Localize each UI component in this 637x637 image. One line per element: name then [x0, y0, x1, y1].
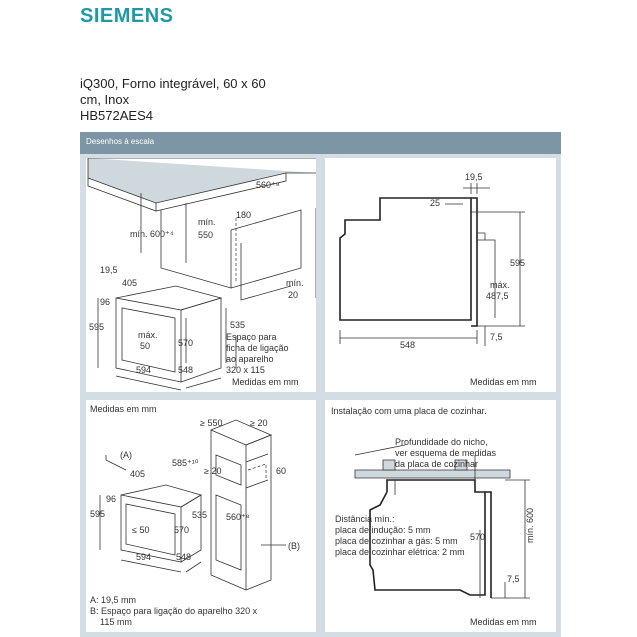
- brand-logo: SIEMENS: [80, 5, 174, 27]
- label-tall-548: 548: [176, 552, 191, 562]
- label-side-595: 595: [510, 258, 525, 268]
- label-tall-20a: ≥ 20: [250, 418, 267, 428]
- label-units-1: Medidas em mm: [232, 377, 299, 387]
- product-model: HB572AES4: [80, 108, 153, 123]
- label-note-B2: 115 mm: [100, 617, 132, 627]
- drawing-installation-with-hob: Instalação com uma placa de cozinhar. Pr…: [331, 406, 537, 627]
- label-side-19-5: 19,5: [465, 172, 483, 182]
- label-tall-96: 96: [106, 494, 116, 504]
- label-550: 550: [198, 230, 213, 240]
- label-96: 96: [100, 297, 110, 307]
- label-tall-560: 560⁺⁸: [226, 512, 250, 522]
- label-19-5: 19,5: [100, 265, 118, 275]
- label-tall-535: 535: [192, 510, 207, 520]
- drawing-tall-cabinet: Medidas em mm ≥ 550 ≥ 20 (A) 585⁺¹⁰ ≥ 20…: [90, 404, 300, 627]
- label-tall-595: 595: [90, 509, 105, 519]
- label-note-B1: B: Espaço para ligação do aparelho 320 x: [90, 606, 258, 616]
- label-side-max: máx.: [490, 280, 510, 290]
- label-tall-60: 60: [276, 466, 286, 476]
- label-hob-depth-2: ver esquema de medidas: [395, 448, 497, 458]
- label-hob-title: Instalação com uma placa de cozinhar.: [331, 406, 487, 416]
- label-405: 405: [122, 278, 137, 288]
- label-hob-electric: placa de cozinhar elétrica: 2 mm: [335, 547, 465, 557]
- label-units-4: Medidas em mm: [470, 617, 537, 627]
- label-hob-min: Distância mín.:: [335, 514, 395, 524]
- label-tall-585: 585⁺¹⁰: [172, 458, 199, 468]
- label-side-25: 25: [430, 198, 440, 208]
- label-tall-20b: ≥ 20: [204, 466, 221, 476]
- label-units-3: Medidas em mm: [90, 404, 157, 414]
- label-20: 20: [288, 290, 298, 300]
- drawing-installation-under-worktop: 560⁺⁸ mín. 600⁺⁴ mín. 550 180 mín. 20 19…: [87, 158, 316, 391]
- label-space-1: Espaço para: [226, 332, 277, 342]
- label-595: 595: [89, 322, 104, 332]
- label-side-487: 487,5: [486, 291, 509, 301]
- label-units-2: Medidas em mm: [470, 377, 537, 387]
- label-min-600: mín. 600⁺⁴: [130, 229, 174, 239]
- label-hob-depth-3: da placa de cozinhar: [395, 459, 478, 469]
- label-tall-570: 570: [174, 525, 189, 535]
- label-space-2: ficha de ligação: [226, 343, 289, 353]
- product-line-1: iQ300, Forno integrável, 60 x 60: [80, 76, 266, 91]
- panel-side-view: 19,5 25 595 máx. 487,5 548 7,5 Medidas e…: [325, 158, 556, 392]
- label-594: 594: [136, 365, 151, 375]
- panel-installation-under-worktop: 560⁺⁸ mín. 600⁺⁴ mín. 550 180 mín. 20 19…: [86, 158, 316, 392]
- label-space-3: ao aparelho: [226, 354, 274, 364]
- label-hob-min-600: mín. 600: [525, 508, 535, 543]
- label-tall-50: ≤ 50: [132, 525, 149, 535]
- label-tall-550: ≥ 550: [200, 418, 222, 428]
- label-max: máx.: [138, 330, 158, 340]
- label-180: 180: [236, 210, 251, 220]
- label-hob-depth-1: Profundidade do nicho,: [395, 437, 488, 447]
- panel-tall-cabinet: Medidas em mm ≥ 550 ≥ 20 (A) 585⁺¹⁰ ≥ 20…: [86, 400, 316, 632]
- label-tall-594: 594: [136, 552, 151, 562]
- product-title: iQ300, Forno integrável, 60 x 60 cm, Ino…: [80, 76, 266, 124]
- label-tall-A: (A): [120, 450, 132, 460]
- section-header-label: Desenhos à escala: [86, 137, 155, 146]
- label-tall-B: (B): [288, 541, 300, 551]
- label-space-4: 320 x 115: [226, 365, 265, 375]
- label-min-a: mín.: [198, 217, 216, 227]
- label-548: 548: [178, 365, 193, 375]
- label-50: 50: [140, 341, 150, 351]
- label-min-b: mín.: [286, 278, 304, 288]
- panel-installation-with-hob: Instalação com uma placa de cozinhar. Pr…: [325, 400, 556, 632]
- product-line-2: cm, Inox: [80, 92, 130, 107]
- label-hob-7-5: 7,5: [507, 574, 520, 584]
- drawing-side-view: 19,5 25 595 máx. 487,5 548 7,5 Medidas e…: [339, 172, 537, 387]
- label-570: 570: [178, 338, 193, 348]
- label-tall-405: 405: [130, 469, 145, 479]
- label-side-7-5: 7,5: [490, 332, 503, 342]
- section-header: Desenhos à escala: [80, 132, 561, 154]
- label-side-548: 548: [400, 340, 415, 350]
- label-560: 560⁺⁸: [256, 180, 280, 190]
- label-hob-induction: placa de indução: 5 mm: [335, 525, 431, 535]
- label-note-A: A: 19,5 mm: [90, 595, 136, 605]
- label-hob-570: 570: [470, 532, 485, 542]
- label-535: 535: [230, 320, 245, 330]
- label-hob-gas: placa de cozinhar a gás: 5 mm: [335, 536, 458, 546]
